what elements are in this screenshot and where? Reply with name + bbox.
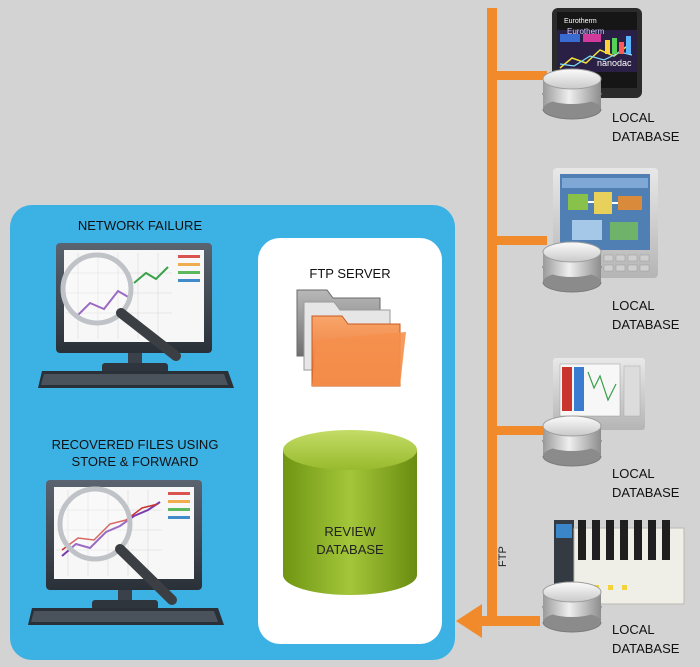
network-failure-label: NETWORK FAILURE: [77, 218, 203, 233]
nanodac-model: nanodac: [597, 58, 632, 68]
local-db-2-icon: [542, 241, 602, 293]
local-db-2-line2: DATABASE: [612, 317, 680, 332]
ftp-bus: [456, 8, 547, 638]
ftp-bus-label: FTP: [497, 546, 509, 568]
review-database-label-line2: DATABASE: [316, 542, 384, 557]
paperless-recorder: [553, 358, 645, 430]
local-db-1-line2: DATABASE: [612, 129, 680, 144]
ftp-server-label: FTP SERVER: [309, 266, 391, 281]
local-db-2-line1: LOCAL: [612, 298, 655, 313]
network-failure-pc: [38, 243, 234, 388]
local-db-4-icon: [542, 581, 602, 633]
local-db-3-label: LOCAL DATABASE: [612, 464, 679, 502]
review-database-icon: [283, 430, 417, 595]
local-db-2-label: LOCAL DATABASE: [612, 296, 679, 334]
local-db-1-line1: LOCAL: [612, 110, 655, 125]
local-db-4-label: LOCAL DATABASE: [612, 620, 679, 658]
nanodac-brand: Eurotherm: [567, 27, 605, 36]
nanodac-brand-small: Eurotherm: [564, 18, 597, 25]
local-db-3-icon: [542, 415, 602, 467]
review-database-label-line1: REVIEW: [324, 524, 376, 539]
local-db-4-line2: DATABASE: [612, 641, 680, 656]
recovered-files-label-line2: STORE & FORWARD: [71, 454, 199, 469]
local-db-3-line1: LOCAL: [612, 466, 655, 481]
recovered-files-label-line1: RECOVERED FILES USING: [51, 437, 219, 452]
local-db-3-line2: DATABASE: [612, 485, 680, 500]
magnifier-icon: [60, 252, 181, 361]
local-db-1-label: LOCAL DATABASE: [612, 108, 679, 146]
local-db-4-line1: LOCAL: [612, 622, 655, 637]
ftp-folder-icon: [296, 289, 406, 387]
local-db-1-icon: [542, 68, 602, 120]
magnifier-icon: [57, 486, 177, 605]
